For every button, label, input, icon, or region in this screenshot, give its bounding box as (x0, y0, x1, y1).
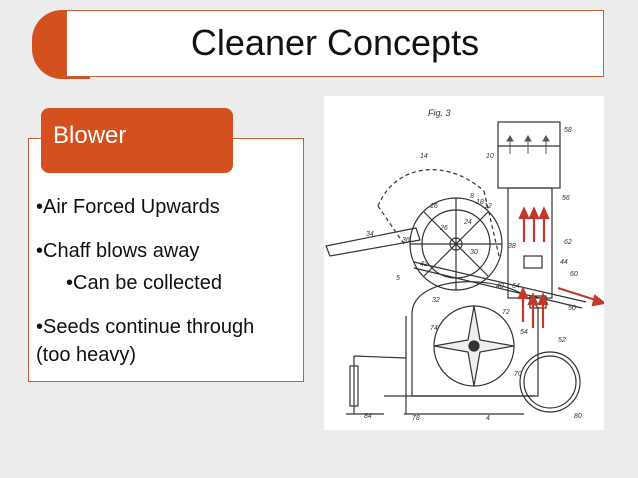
part-38: 38 (508, 243, 516, 250)
part-60: 60 (570, 271, 578, 278)
part-62: 62 (564, 239, 572, 246)
title-box (66, 10, 604, 77)
content-panel (28, 138, 304, 382)
part-5: 5 (396, 275, 400, 282)
part-10: 10 (486, 153, 494, 160)
part-70: 70 (514, 371, 522, 378)
part-36: 36 (402, 237, 410, 244)
figure-label: Fig. 3 (428, 108, 451, 118)
part-78: 78 (412, 415, 420, 422)
part-4: 4 (486, 415, 490, 422)
part-56: 56 (562, 195, 570, 202)
part-44: 44 (560, 259, 568, 266)
bullet-air-forced: •Air Forced Upwards (36, 196, 220, 218)
part-52: 52 (558, 337, 566, 344)
part-58: 58 (564, 127, 572, 134)
part-80: 80 (574, 413, 582, 420)
part-42: 42 (420, 261, 428, 268)
part-40: 40 (496, 283, 504, 290)
part-64: 64 (512, 283, 520, 290)
part-14: 14 (420, 153, 428, 160)
part-54: 54 (520, 329, 528, 336)
airflow-arrows (517, 206, 604, 328)
part-84: 84 (364, 413, 372, 420)
section-label-tab (41, 108, 233, 173)
part-32: 32 (432, 297, 440, 304)
part-8: 8 (470, 193, 474, 200)
feed-chute (325, 227, 421, 257)
upper-chute (497, 121, 561, 189)
part-18: 18 (476, 199, 484, 206)
part-50: 50 (568, 305, 576, 312)
bullet-seeds: •Seeds continue through (36, 316, 255, 338)
blower-diagram-drawing: Fig. 3 58 14 10 16 8 18 12 56 34 26 24 3… (325, 108, 604, 422)
part-72: 72 (502, 309, 510, 316)
part-30: 30 (470, 249, 478, 256)
part-12: 12 (484, 203, 492, 210)
part-24: 24 (463, 219, 472, 226)
bullet-too-heavy: (too heavy) (36, 344, 137, 366)
slide-title: Cleaner Concepts (190, 22, 480, 63)
part-34: 34 (366, 231, 374, 238)
part-16: 16 (430, 203, 438, 210)
wheel (519, 351, 581, 413)
section-label: Blower (53, 122, 127, 149)
patent-diagram: Fig. 3 58 14 10 16 8 18 12 56 34 26 24 3… (324, 96, 604, 430)
part-74: 74 (430, 325, 438, 332)
bullet-collected: •Can be collected (66, 272, 222, 294)
part-26: 26 (439, 225, 448, 232)
dashed-cover (377, 169, 485, 207)
bullet-chaff: •Chaff blows away (36, 240, 200, 262)
